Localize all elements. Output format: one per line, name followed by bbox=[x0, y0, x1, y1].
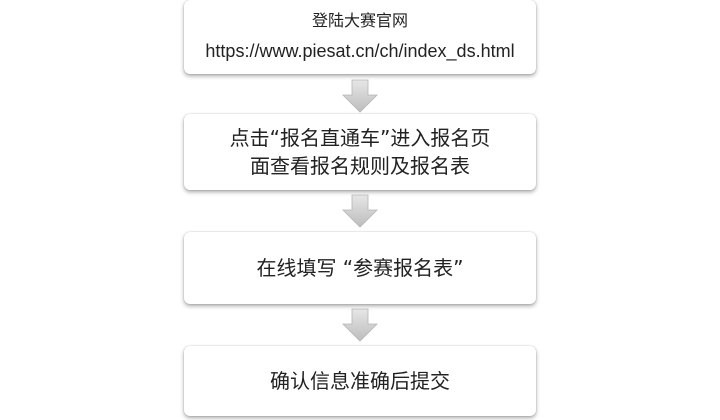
step-1-box: 登陆大赛官网 https://www.piesat.cn/ch/index_ds… bbox=[184, 0, 536, 74]
down-arrow-icon bbox=[342, 308, 378, 342]
down-arrow-icon bbox=[342, 79, 378, 113]
step-4-box: 确认信息准确后提交 bbox=[184, 346, 536, 416]
step-3-line-1: 在线填写 “参赛报名表” bbox=[256, 256, 464, 280]
down-arrow-icon bbox=[342, 194, 378, 228]
step-1-url: https://www.piesat.cn/ch/index_ds.html bbox=[205, 40, 515, 61]
step-2-line-1: 点击“报名直通车”进入报名页 bbox=[229, 126, 491, 150]
step-2-box: 点击“报名直通车”进入报名页 面查看报名规则及报名表 bbox=[184, 114, 536, 190]
step-2-line-2: 面查看报名规则及报名表 bbox=[250, 154, 470, 178]
step-3-box: 在线填写 “参赛报名表” bbox=[184, 232, 536, 304]
step-1-title: 登陆大赛官网 bbox=[311, 11, 408, 31]
step-4-line-1: 确认信息准确后提交 bbox=[270, 369, 450, 393]
